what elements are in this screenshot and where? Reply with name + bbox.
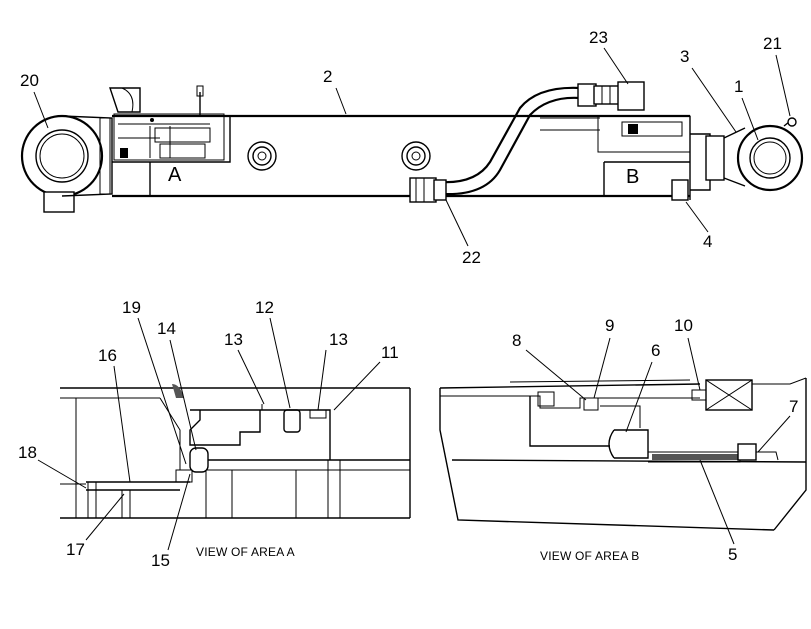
area-a-label: A <box>168 164 182 186</box>
callout-7: 7 <box>789 397 798 416</box>
view-b-callouts: 8 9 10 6 7 5 <box>512 316 798 564</box>
main-view-callouts: 20 2 23 3 1 21 22 4 <box>20 28 791 267</box>
area-b-label: B <box>626 166 639 188</box>
callout-11: 11 <box>381 343 399 362</box>
rod-end-assembly <box>690 117 804 192</box>
callout-14: 14 <box>157 319 176 338</box>
callout-23: 23 <box>589 28 608 47</box>
callout-15: 15 <box>151 551 170 570</box>
callout-16: 16 <box>98 346 117 365</box>
callout-1: 1 <box>734 77 743 96</box>
callout-3: 3 <box>680 47 689 66</box>
callout-2: 2 <box>323 67 332 86</box>
view-b-caption: VIEW OF AREA B <box>540 549 640 563</box>
callout-6: 6 <box>651 341 660 360</box>
callout-5: 5 <box>728 545 737 564</box>
callout-20: 20 <box>20 71 39 90</box>
left-rod-eye <box>20 114 104 213</box>
callout-17: 17 <box>66 540 85 559</box>
callout-12: 12 <box>255 298 274 317</box>
callout-22: 22 <box>462 248 481 267</box>
callout-8: 8 <box>512 331 521 350</box>
callout-18: 18 <box>18 443 37 462</box>
view-a-callouts: 19 12 14 13 13 11 16 18 17 15 <box>18 298 399 570</box>
callout-9: 9 <box>605 316 614 335</box>
cylinder-main-view: A B <box>20 81 804 213</box>
callout-19: 19 <box>122 298 141 317</box>
callout-10: 10 <box>674 316 693 335</box>
callout-4: 4 <box>703 232 712 251</box>
callout-13-right: 13 <box>329 330 348 349</box>
view-area-b <box>439 377 807 531</box>
callout-21: 21 <box>763 34 782 53</box>
head-end-cap <box>61 85 225 197</box>
view-a-caption: VIEW OF AREA A <box>196 545 295 559</box>
cylinder-barrel <box>112 114 691 201</box>
hydraulic-tube <box>409 81 645 203</box>
view-area-a <box>60 384 411 519</box>
callout-13-left: 13 <box>224 330 243 349</box>
